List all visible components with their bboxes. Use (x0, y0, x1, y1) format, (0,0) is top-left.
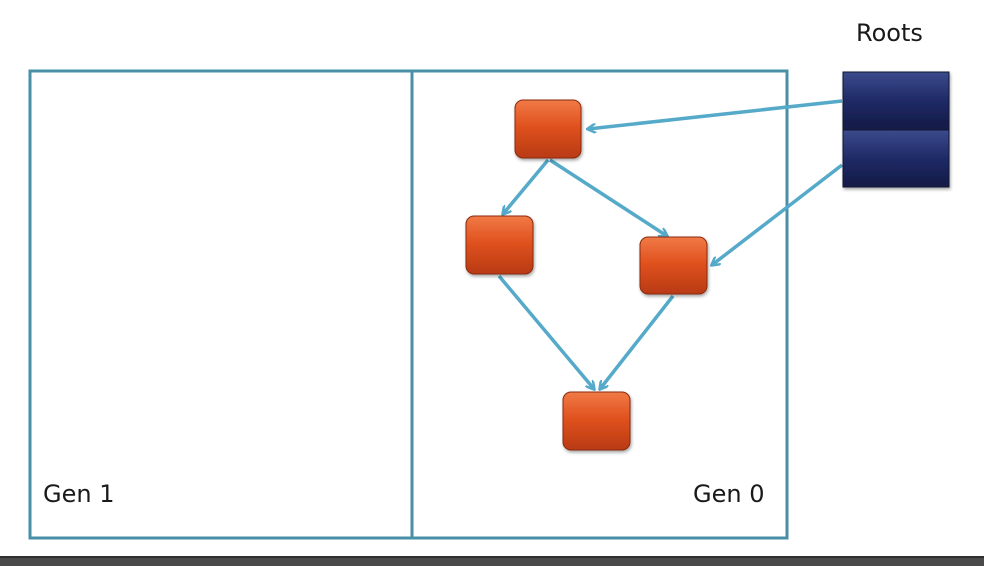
roots-label: Roots (856, 19, 923, 47)
root-slot (842, 71, 950, 131)
arrow-obj3-to-obj4 (600, 294, 675, 389)
object-node (514, 99, 582, 159)
gen1-label: Gen 1 (43, 480, 115, 508)
arrow-obj2-to-obj4 (497, 274, 594, 389)
arrow-obj1-to-obj2 (503, 158, 550, 214)
bottom-bar (0, 556, 984, 566)
object-node (639, 236, 708, 295)
arrow-root1-to-obj1 (588, 99, 843, 129)
arrow-obj1-to-obj3 (549, 158, 667, 236)
object-node (562, 391, 631, 451)
gen1-region (28, 69, 414, 540)
object-node (465, 215, 534, 275)
gen0-label: Gen 0 (693, 480, 765, 508)
gen0-region (410, 69, 789, 540)
arrow-root2-to-obj3 (712, 163, 844, 265)
root-slot (842, 129, 950, 188)
